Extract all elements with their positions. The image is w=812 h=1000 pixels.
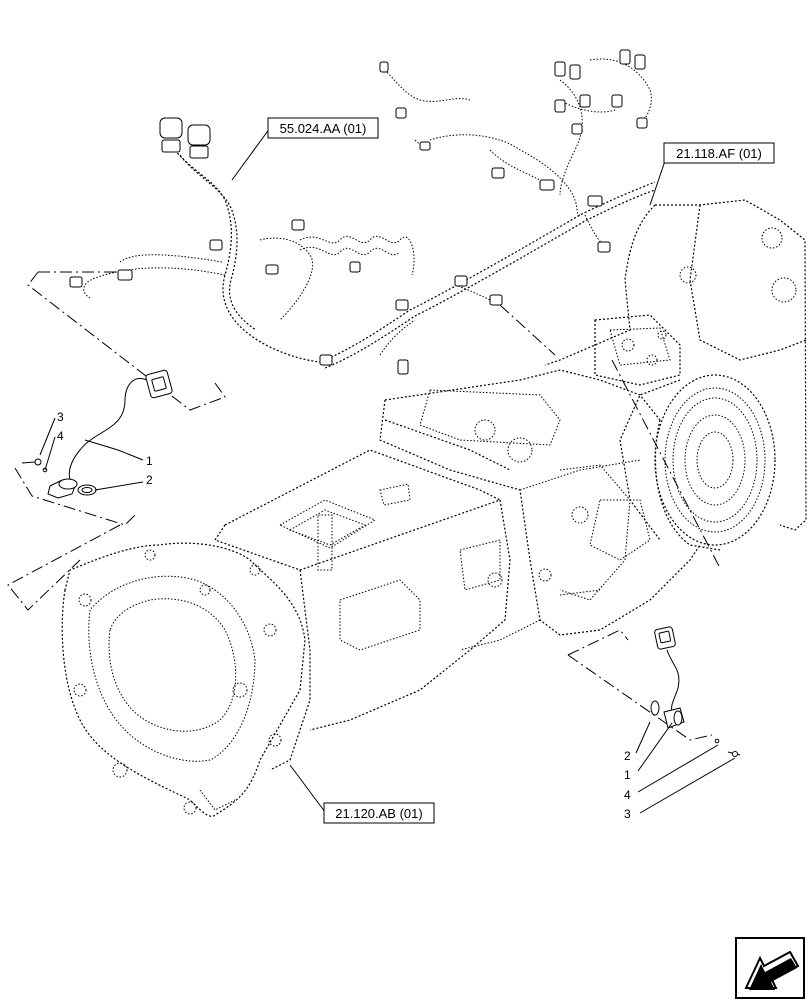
ref-label-rear-housing: 21.118.AF (01) — [676, 146, 762, 161]
ref-label-front-housing: 21.120.AB (01) — [335, 806, 422, 821]
callout-1-right: 1 — [624, 768, 631, 782]
callout-4-left: 4 — [57, 429, 64, 443]
callout-3-right: 3 — [624, 807, 631, 821]
ref-box-harness[interactable]: 55.024.AA (01) — [267, 117, 379, 139]
callout-leaders — [39, 127, 736, 814]
callout-1-left: 1 — [146, 454, 153, 468]
ref-label-harness: 55.024.AA (01) — [280, 121, 367, 136]
right-callouts: 2 1 4 3 — [624, 749, 631, 821]
left-callouts: 3 4 1 2 — [57, 410, 153, 487]
callout-3-left: 3 — [57, 410, 64, 424]
rear-transmission-housing — [544, 199, 807, 551]
left-sensor-assembly — [21, 369, 173, 499]
callout-4-right: 4 — [624, 788, 631, 802]
callout-2-right: 2 — [624, 749, 631, 763]
callout-2-left: 2 — [146, 473, 153, 487]
ref-box-front-housing[interactable]: 21.120.AB (01) — [323, 802, 435, 824]
wiring-harness — [69, 49, 656, 375]
phantom-lines — [7, 271, 721, 741]
center-transmission-housing — [379, 369, 701, 651]
ref-box-rear-housing[interactable]: 21.118.AF (01) — [663, 142, 775, 164]
arrow-left-icon[interactable] — [735, 937, 805, 999]
right-sensor-assembly — [650, 626, 741, 757]
front-transmission-housing — [61, 449, 511, 817]
